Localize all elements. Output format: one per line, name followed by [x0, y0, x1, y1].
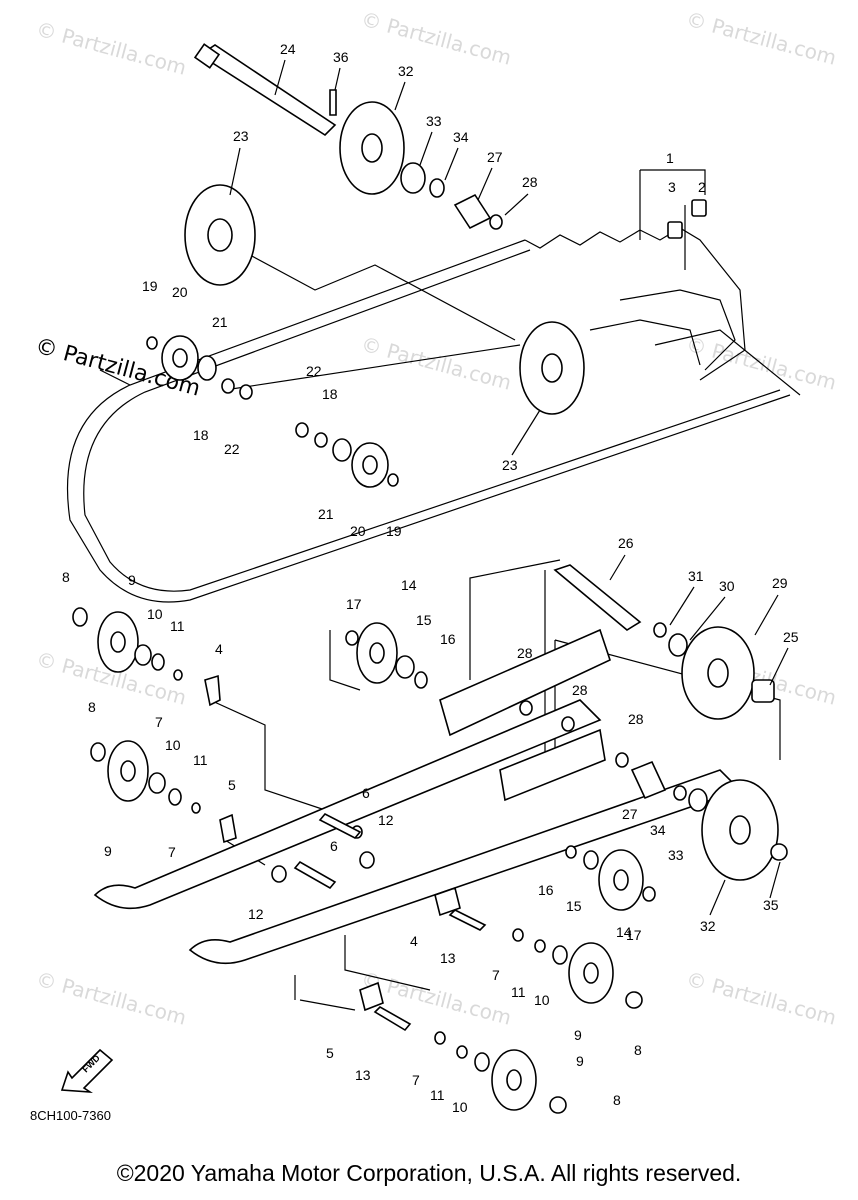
callout: 4: [410, 933, 418, 949]
callout: 29: [772, 575, 788, 591]
callout: 8: [613, 1092, 621, 1108]
callout: 11: [170, 618, 185, 634]
callout: 15: [416, 612, 432, 628]
callout: 7: [155, 714, 163, 730]
callout: 13: [355, 1067, 371, 1083]
watermark: © Partzilla.com: [359, 332, 514, 395]
callout: 20: [350, 523, 366, 539]
callout: 6: [330, 838, 338, 854]
callout: 10: [534, 992, 550, 1008]
callout: 9: [576, 1053, 584, 1069]
callout: 33: [668, 847, 684, 863]
callout: 26: [618, 535, 634, 551]
callout: 19: [386, 523, 402, 539]
leader-lines: [209, 169, 781, 1011]
callout: 28: [517, 645, 533, 661]
callout: 12: [378, 812, 394, 828]
callout: 20: [172, 284, 188, 300]
callout: 34: [453, 129, 469, 145]
callout: 31: [688, 568, 704, 584]
watermark: © Partzilla.com: [359, 7, 514, 70]
callout: 5: [326, 1045, 334, 1061]
callout: 9: [104, 843, 112, 859]
callout: 7: [412, 1072, 420, 1088]
callout: 11: [511, 984, 526, 1000]
rear-axle: [193, 43, 337, 137]
callout-leaders: [229, 59, 789, 916]
callout: 8: [62, 569, 70, 585]
callout: 16: [440, 631, 456, 647]
callout: 18: [193, 427, 209, 443]
callout: 8: [634, 1042, 642, 1058]
callout: 23: [502, 457, 518, 473]
callout: 27: [622, 806, 638, 822]
callout: 11: [430, 1087, 445, 1103]
callout: 23: [233, 128, 249, 144]
callout: 13: [440, 950, 456, 966]
wheels: [97, 101, 779, 1111]
callout: 36: [333, 49, 349, 65]
callout: 27: [487, 149, 503, 165]
roll-pin: [329, 89, 337, 116]
callout: 17: [346, 596, 362, 612]
callout: 12: [248, 906, 264, 922]
callout: 9: [128, 572, 136, 588]
copyright-notice: ©2020 Yamaha Motor Corporation, U.S.A. A…: [116, 1160, 742, 1186]
callout: 14: [401, 577, 417, 593]
callout: 22: [224, 441, 240, 457]
slide-rails: [93, 628, 742, 965]
callout: 11: [193, 752, 208, 768]
track-belt: [66, 227, 801, 603]
diagram-code: 8CH100-7360: [30, 1108, 111, 1123]
callout: 10: [147, 606, 163, 622]
callout: 28: [522, 174, 538, 190]
callout: 24: [280, 41, 296, 57]
callout: 28: [572, 682, 588, 698]
small-parts: [72, 162, 788, 1114]
callout: 18: [322, 386, 338, 402]
callout: 15: [566, 898, 582, 914]
callout: 33: [426, 113, 442, 129]
callout: 17: [626, 927, 642, 943]
callout: 34: [650, 822, 666, 838]
watermark: © Partzilla.com: [34, 17, 189, 80]
callout: 28: [628, 711, 644, 727]
callout: 8: [88, 699, 96, 715]
callout: 5: [228, 777, 236, 793]
callouts: 1 2 3 4 4 5 5 6 6 7 7 7 7 8 8 8 8 9 9 9 …: [62, 41, 799, 1115]
callout: 3: [668, 179, 676, 195]
callout: 10: [165, 737, 181, 753]
callout: 16: [538, 882, 554, 898]
callout: 19: [142, 278, 158, 294]
callout: 10: [452, 1099, 468, 1115]
callout: 32: [398, 63, 414, 79]
callout: 4: [215, 641, 223, 657]
fwd-arrow-icon: FWD: [60, 1048, 114, 1094]
callout: 22: [306, 363, 322, 379]
watermark: © Partzilla.com: [684, 967, 839, 1030]
callout: 9: [574, 1027, 582, 1043]
callout: 7: [492, 967, 500, 983]
callout: 35: [763, 897, 779, 913]
callout: 32: [700, 918, 716, 934]
callout: 7: [168, 844, 176, 860]
watermark: © Partzilla.com: [684, 7, 839, 70]
callout: 30: [719, 578, 735, 594]
callout: 21: [212, 314, 228, 330]
watermark: © Partzilla.com: [34, 967, 189, 1030]
callout: 2: [698, 179, 706, 195]
callout: 1: [666, 150, 674, 166]
callout: 14: [616, 924, 632, 940]
callout: 21: [318, 506, 334, 522]
callout: 25: [783, 629, 799, 645]
callout: 6: [362, 785, 370, 801]
